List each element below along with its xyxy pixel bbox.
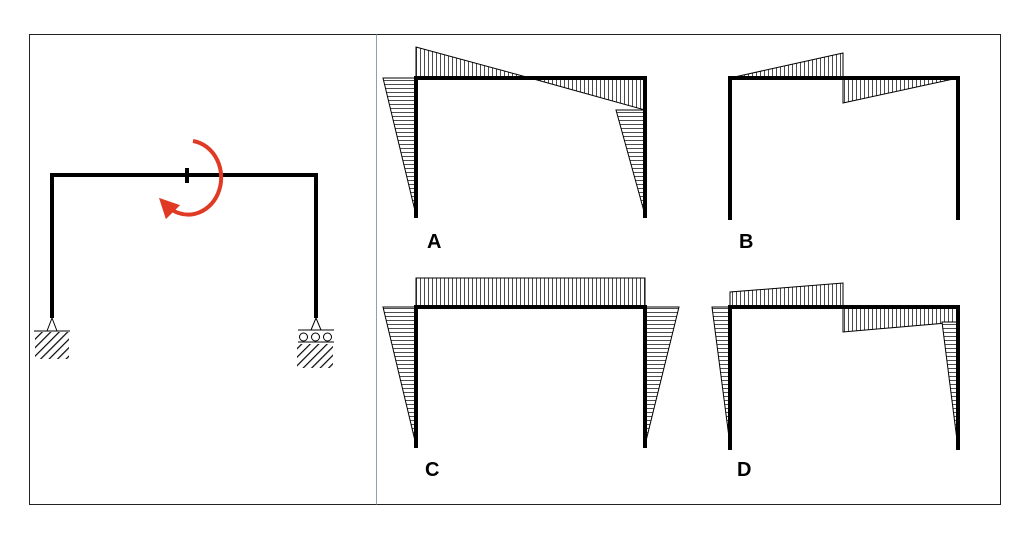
frame-a <box>414 76 647 218</box>
label-c: C <box>425 459 439 481</box>
frame-c <box>414 305 647 448</box>
moment-diagram-d: D <box>711 282 960 481</box>
moment-fill-left-column-d <box>711 306 731 446</box>
moment-fill-beam-d-right <box>842 306 959 333</box>
label-b: B <box>739 231 753 253</box>
moment-fill-beam-b-right <box>842 77 959 104</box>
moment-fill-beam-a-lower <box>529 77 646 111</box>
moment-fill-beam-a-upper <box>415 46 531 79</box>
moment-fill-left-column-a <box>382 77 417 216</box>
roller-support-icon <box>297 317 334 368</box>
frame-d <box>728 305 960 450</box>
moment-diagram-c: C <box>382 277 680 481</box>
moment-fill-left-column-c <box>382 306 417 446</box>
moment-fill-beam-c <box>415 277 646 308</box>
loaded-frame <box>34 139 334 368</box>
moment-diagram-a: A <box>382 46 647 253</box>
moment-fill-beam-b-left <box>729 52 844 79</box>
moment-fill-right-column-d <box>941 321 959 449</box>
moment-fill-right-column-c <box>644 306 680 446</box>
pin-support-icon <box>34 317 70 359</box>
figure-border <box>29 34 1001 505</box>
frame-structure <box>50 173 318 318</box>
label-a: A <box>427 231 441 253</box>
curved-arrow-icon <box>158 139 224 220</box>
moment-diagram-b: B <box>728 52 960 253</box>
frame-b <box>728 76 960 220</box>
label-d: D <box>737 459 751 481</box>
moment-fill-beam-d-left <box>729 282 844 308</box>
moment-fill-right-column-a <box>615 109 646 216</box>
